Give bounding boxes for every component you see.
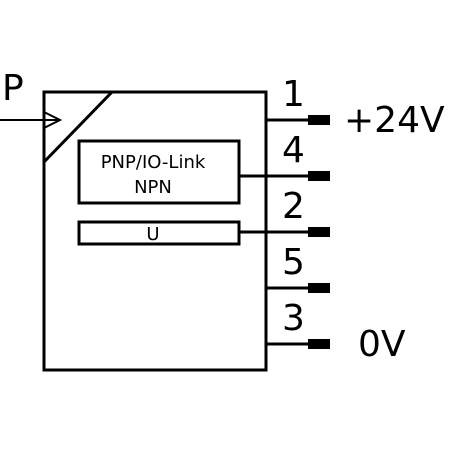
input-label-p: P	[2, 68, 24, 109]
sensing-face-line	[42, 90, 114, 164]
input-arrow-head	[43, 111, 63, 129]
output-function-line1: PNP/IO-Link	[101, 152, 206, 173]
pin-number-1: 1	[282, 74, 305, 115]
pin-number-4: 4	[282, 130, 305, 171]
pin-2-terminal	[308, 227, 330, 237]
output-function-block	[77, 139, 241, 205]
output-function-line2: NPN	[134, 177, 172, 198]
pin-4-terminal	[308, 171, 330, 181]
voltage-block-label: U	[146, 224, 159, 245]
pin-number-2: 2	[282, 186, 305, 227]
pin-number-5: 5	[282, 242, 305, 283]
pin-number-3: 3	[282, 298, 305, 339]
pin-1-terminal	[308, 115, 330, 125]
supply-positive-label: +24V	[344, 100, 445, 141]
pin-5-terminal	[308, 283, 330, 293]
pin-3-terminal	[308, 339, 330, 349]
supply-ground-label: 0V	[358, 324, 406, 365]
